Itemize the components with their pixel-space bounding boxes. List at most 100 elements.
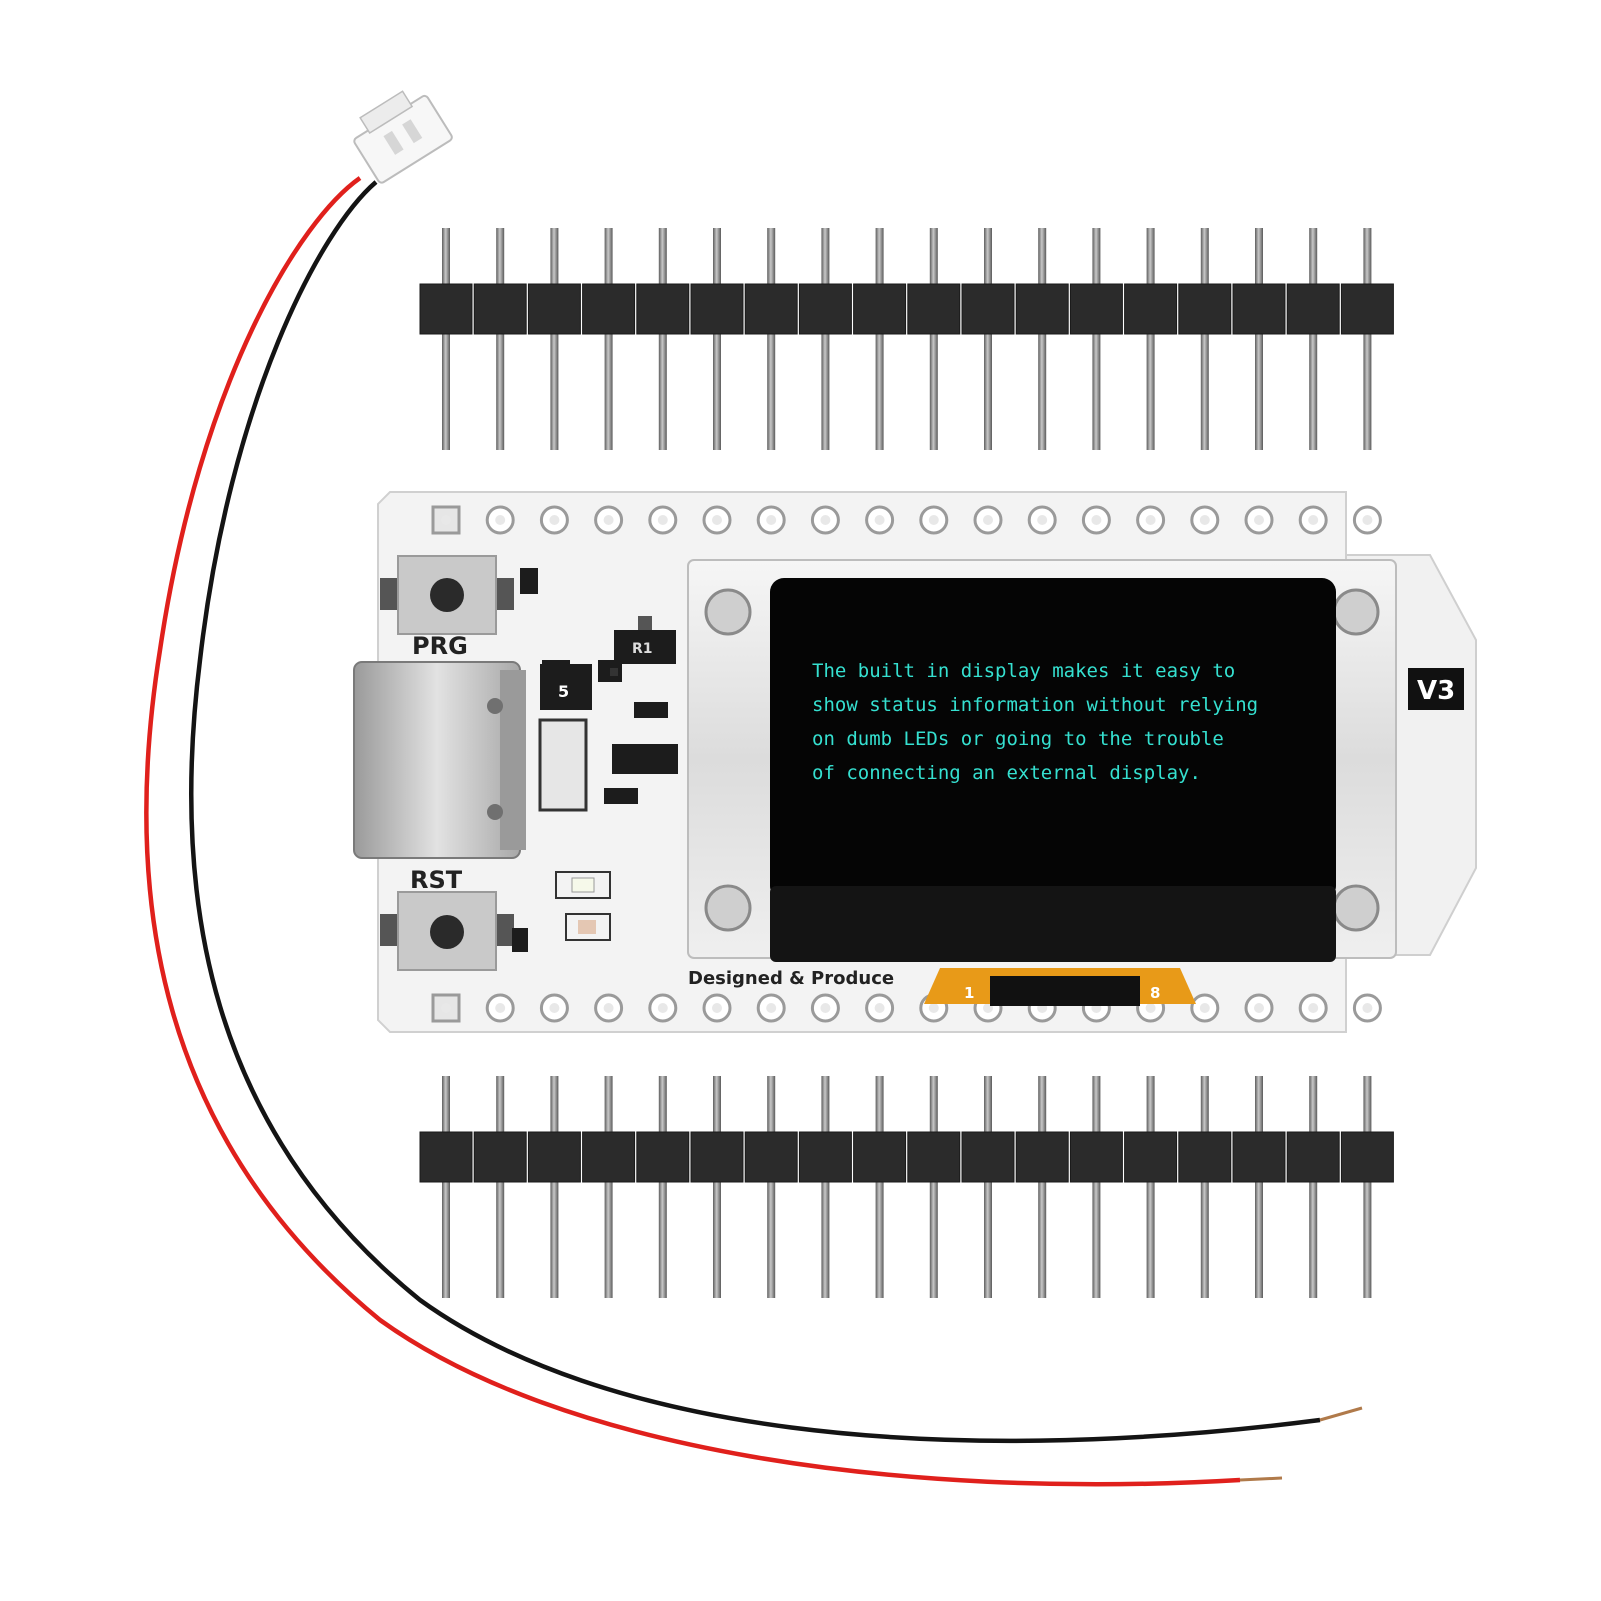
header-pin-housing: [1232, 1131, 1286, 1183]
pin-hole-center: [495, 1003, 506, 1013]
pin-holes-bottom: [431, 993, 1382, 1023]
pin-hole-center: [820, 515, 831, 525]
header-pin-housing: [527, 283, 581, 335]
pin-hole-center: [1254, 515, 1264, 525]
black-wire: [188, 180, 1321, 1444]
header-pin: [604, 228, 613, 450]
pin-hole-center: [874, 515, 885, 525]
case-screw: [704, 884, 752, 932]
pin-hole-center: [1254, 1003, 1264, 1013]
pin-hole-center: [549, 1003, 560, 1013]
power-led: [565, 913, 611, 941]
ic-label: 5: [558, 682, 569, 701]
rst-button[interactable]: [380, 891, 514, 971]
header-pin-housing: [907, 1131, 961, 1183]
header-pin-housing: [1178, 283, 1232, 335]
red-wire-tip: [1239, 1476, 1283, 1482]
header-pin-housing: [853, 283, 907, 335]
pin-hole-center: [766, 515, 777, 525]
header-pin-housing: [690, 283, 744, 335]
pin-hole-center: [928, 1003, 939, 1013]
header-pin: [1092, 228, 1101, 450]
pin-hole-center: [1308, 515, 1319, 525]
header-pin: [1146, 1076, 1155, 1298]
header-pin-housing: [1015, 1131, 1069, 1183]
pin-hole-center: [1199, 1003, 1210, 1013]
status-led: [555, 871, 611, 899]
smd-components: 5 R1: [512, 568, 678, 952]
header-pin: [1309, 228, 1318, 450]
header-pin-housing: [853, 1131, 907, 1183]
header-pin-housing: [636, 283, 690, 335]
header-pin: [1255, 228, 1263, 450]
header-pin-housing: [744, 283, 798, 335]
header-pin: [875, 1076, 884, 1298]
case-screw: [1332, 884, 1380, 932]
header-pin: [984, 1076, 992, 1298]
header-pin: [496, 228, 505, 450]
header-pin-housing: [798, 283, 852, 335]
oled-fpc-cable: 1 8: [924, 968, 1196, 1006]
pin-hole-center: [1199, 515, 1210, 525]
header-pin-housing: [582, 283, 636, 335]
header-pin-housing: [419, 1131, 473, 1183]
header-pin: [713, 1076, 721, 1298]
header-pin-housing: [744, 1131, 798, 1183]
header-pin-housing: [1124, 1131, 1178, 1183]
pin-hole-center: [603, 515, 614, 525]
header-pin-housing: [1286, 283, 1340, 335]
header-pin-housing: [1069, 283, 1123, 335]
version-badge: [1408, 668, 1464, 710]
pin-hole-center: [1362, 515, 1373, 525]
case-screw: [704, 588, 752, 636]
header-pin-housing: [1015, 283, 1069, 335]
oled-line-1: The built in display makes it easy to: [812, 660, 1235, 682]
header-pin-housing: [907, 283, 961, 335]
pin-holes-top: [431, 505, 1382, 535]
header-pin-housing: [690, 1131, 744, 1183]
usb-c-port[interactable]: [353, 661, 526, 859]
pin-hole-center: [495, 515, 506, 525]
pin-hole-center: [1145, 1003, 1156, 1013]
pin-hole-center: [1037, 515, 1048, 525]
r1-label: R1: [632, 641, 653, 657]
header-pin-housing: [961, 1131, 1015, 1183]
header-pin-housing: [582, 1131, 636, 1183]
header-pin: [821, 228, 830, 450]
pin-hole-center: [928, 515, 939, 525]
header-pin: [1363, 1076, 1372, 1298]
header-pin-housing: [1286, 1131, 1340, 1183]
black-wire-tip: [1319, 1406, 1363, 1422]
red-wire: [144, 176, 1241, 1487]
header-pin-housing: [419, 283, 473, 335]
fpc-pin-first: 1: [964, 984, 974, 1002]
header-pin: [929, 228, 938, 450]
header-pin: [604, 1076, 613, 1298]
oled-line-2: show status information without relying: [812, 694, 1258, 716]
case-screw: [1332, 588, 1380, 636]
header-pin-housing: [1232, 283, 1286, 335]
header-pin: [713, 228, 721, 450]
version-label: V3: [1417, 676, 1455, 706]
header-pin: [1092, 1076, 1101, 1298]
oled-line-3: on dumb LEDs or going to the trouble: [812, 728, 1224, 750]
header-pin: [442, 228, 450, 450]
pin-hole-center: [874, 1003, 885, 1013]
pin-hole-center: [712, 515, 722, 525]
pin-hole-center: [603, 1003, 614, 1013]
header-pin: [1309, 1076, 1318, 1298]
header-pin: [984, 228, 992, 450]
header-pin-housing: [473, 1131, 527, 1183]
header-pin: [1255, 1076, 1263, 1298]
prg-button[interactable]: [380, 555, 514, 635]
header-pin-housing: [1124, 283, 1178, 335]
header-pin: [1146, 228, 1155, 450]
header-pin-housing: [1340, 283, 1394, 335]
header-pin-housing: [961, 283, 1015, 335]
pin-hole-center: [983, 515, 993, 525]
header-pin: [1038, 1076, 1047, 1298]
header-pin: [767, 1076, 776, 1298]
header-pin-housing: [527, 1131, 581, 1183]
oled-bezel-lower: [770, 886, 1336, 962]
